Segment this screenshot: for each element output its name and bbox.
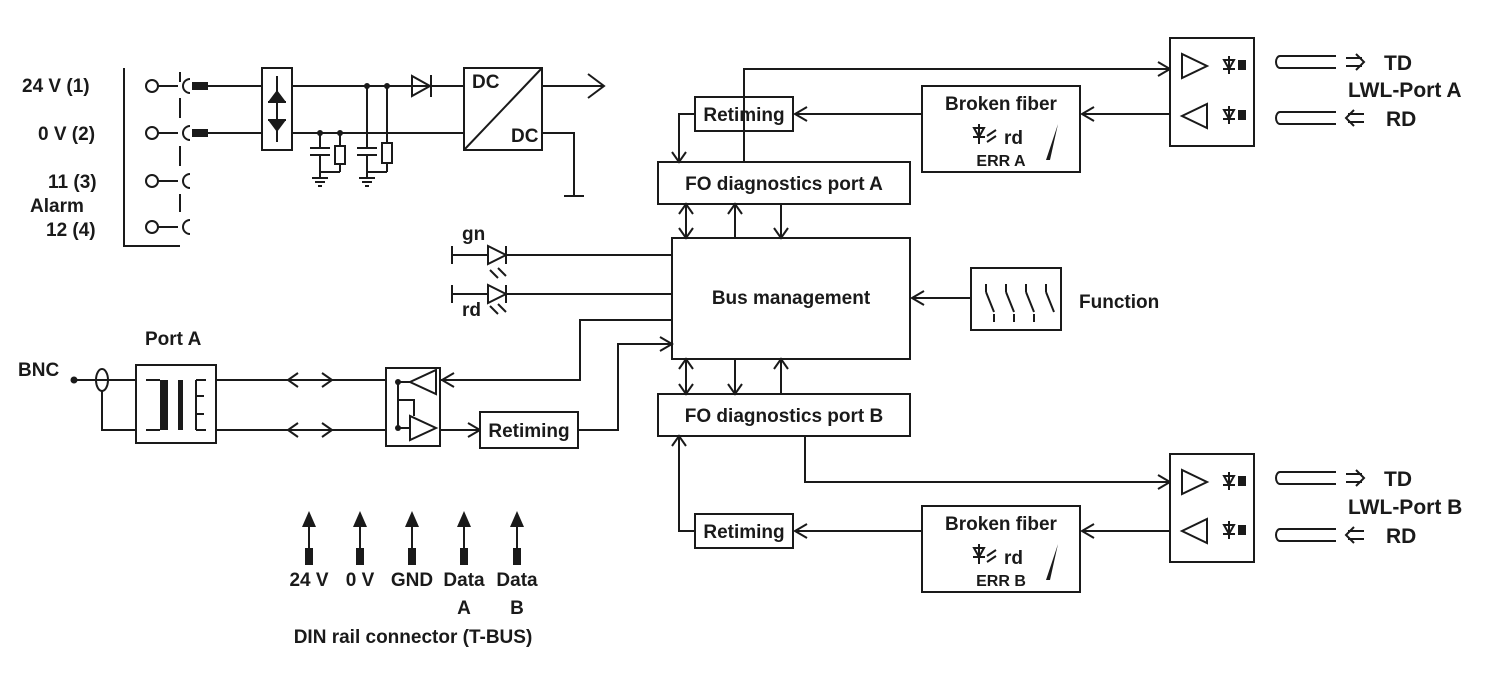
din-pin: 24 V — [289, 511, 329, 591]
tx-a-led-icon — [1222, 56, 1246, 74]
dc-output-label: DC — [511, 126, 539, 147]
td-a-label: TD — [1384, 52, 1412, 75]
tx-a-amplifier-icon — [1181, 52, 1210, 80]
broken-fiber-b-led-label: rd — [1004, 548, 1023, 569]
din-pin-arrow-icon — [405, 511, 419, 527]
err-b-indicator-icon — [1046, 544, 1058, 580]
din-rail-connector: DIN rail connector (T-BUS) 24 V 0 V GND Dat… — [289, 511, 538, 648]
port-a-title: Port A — [145, 329, 202, 350]
series-diode — [411, 74, 433, 98]
broken-fiber-a-box — [921, 85, 1081, 173]
isolation-transformer — [135, 364, 217, 444]
rd-a-label: RD — [1386, 108, 1416, 131]
bus-management-block: Bus management — [671, 237, 911, 360]
retiming-port-a-box — [479, 411, 579, 449]
dc-input-label: DC — [472, 72, 500, 93]
fiber-a-connector-td — [1275, 53, 1366, 71]
din-pin: 0 V — [346, 511, 375, 591]
terminal-0v — [145, 125, 208, 141]
din-pin-label: Data — [496, 570, 538, 591]
din-pin-arrow-icon — [510, 511, 524, 527]
din-pin: GND — [391, 511, 433, 591]
fo-diag-b-label: FO diagnostics port B — [685, 406, 883, 427]
lwl-port-a-label: LWL-Port A — [1348, 79, 1462, 102]
broken-fiber-b-label: Broken fiber — [945, 514, 1058, 535]
din-pin-label: 24 V — [289, 570, 328, 591]
retiming-port-a-label: Retiming — [488, 421, 569, 442]
din-pin-sublabel: A — [457, 598, 471, 619]
err-a-indicator-icon — [1046, 124, 1058, 160]
fo-diagnostics-a: FO diagnostics port A — [657, 161, 911, 240]
broken-fiber-a-led-icon — [972, 124, 997, 144]
port-a-bnc: Port A BNC Retiming — [18, 319, 674, 449]
function-switches: Function — [910, 267, 1159, 331]
terminal-24v — [145, 78, 208, 94]
broken-fiber-a-label: Broken fiber — [945, 94, 1058, 115]
terminal-block: 24 V (1) 0 V (2) 11 (3) Alarm 12 (4) — [22, 68, 208, 247]
broken-fiber-b-led-icon — [972, 544, 997, 564]
broken-fiber-a-led-label: rd — [1004, 128, 1023, 149]
rx-b-amplifier-icon — [1179, 517, 1208, 545]
led-rd-label: rd — [462, 300, 481, 321]
terminal-24v-label: 24 V (1) — [22, 76, 90, 97]
din-rail-caption: DIN rail connector (T-BUS) — [294, 627, 533, 648]
power-supply: DC DC — [208, 67, 606, 197]
filter-components — [310, 83, 393, 187]
bnc-label: BNC — [18, 360, 59, 381]
fiber-b-connector-td — [1275, 469, 1366, 487]
din-pin-label: 0 V — [346, 570, 375, 591]
err-a-label: ERR A — [976, 153, 1026, 170]
dc-dc-converter: DC DC — [463, 67, 606, 197]
din-pin-arrow-icon — [302, 511, 316, 527]
rx-a-amplifier-icon — [1179, 102, 1208, 130]
fo-diag-a-label: FO diagnostics port A — [685, 174, 883, 195]
terminal-0v-label: 0 V (2) — [38, 124, 95, 145]
rx-a-led-icon — [1222, 106, 1246, 124]
rx-b-led-icon — [1222, 521, 1246, 539]
terminal-bracket — [123, 68, 180, 247]
fiber-a-connector-rd — [1275, 109, 1364, 127]
din-pin-label: GND — [391, 570, 433, 591]
rd-b-label: RD — [1386, 525, 1416, 548]
fo-diagnostics-b: FO diagnostics port B — [657, 357, 911, 437]
status-leds: gn rd — [451, 224, 672, 321]
tx-b-amplifier-icon — [1181, 468, 1210, 496]
broken-fiber-b-box — [921, 505, 1081, 593]
din-pin-arrow-icon — [353, 511, 367, 527]
alarm-label: Alarm — [30, 196, 84, 217]
tx-b-led-icon — [1222, 472, 1246, 490]
led-red-icon — [451, 283, 672, 315]
terminal-11-label: 11 (3) — [48, 172, 97, 193]
din-pin-arrow-icon — [457, 511, 471, 527]
err-b-label: ERR B — [976, 573, 1026, 590]
fiber-b-connector-rd — [1275, 526, 1364, 544]
bus-management-label: Bus management — [712, 288, 871, 309]
terminal-12 — [145, 219, 191, 235]
terminal-12-label: 12 (4) — [46, 220, 96, 241]
td-b-label: TD — [1384, 468, 1412, 491]
din-pin-label: Data — [443, 570, 485, 591]
fiber-port-b: Retiming Broken fiber rd ERR B — [671, 434, 1462, 593]
retiming-b-label: Retiming — [703, 522, 784, 543]
lwl-port-b-label: LWL-Port B — [1348, 496, 1462, 519]
led-green-icon — [451, 244, 672, 279]
driver-rx-icon — [407, 368, 437, 396]
din-pin-sublabel: B — [510, 598, 524, 619]
fiber-port-a: Retiming Broken fiber rd ERR A — [671, 37, 1462, 173]
led-gn-label: gn — [462, 224, 485, 245]
fiber-transceiver-a — [1169, 37, 1255, 147]
terminal-11 — [145, 173, 191, 189]
function-label: Function — [1079, 292, 1159, 313]
